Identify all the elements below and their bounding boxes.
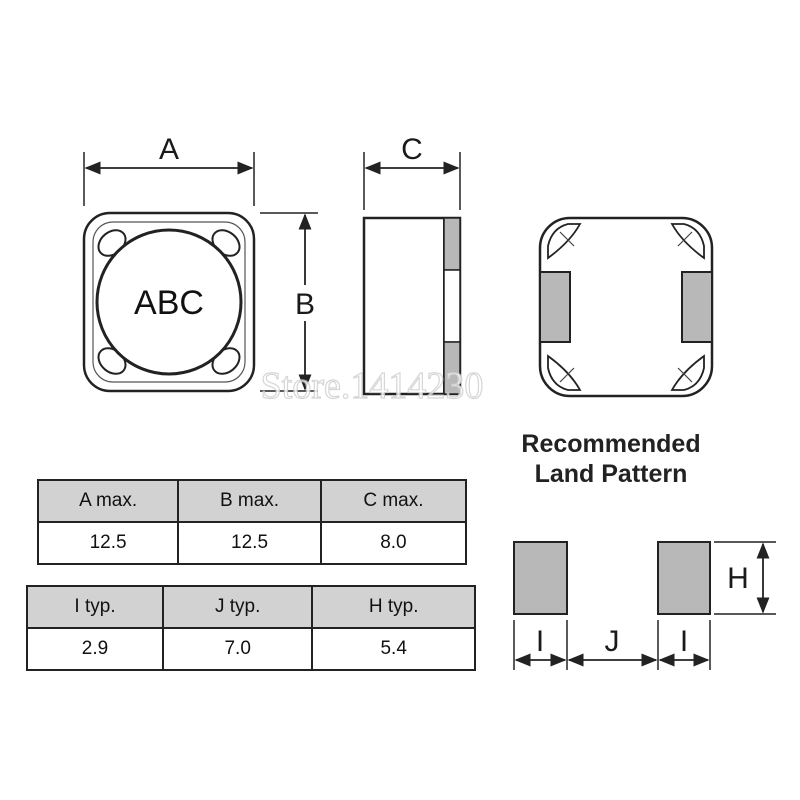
dim-h-label: H [727, 562, 749, 595]
table-row: 2.9 7.0 5.4 [25, 627, 476, 671]
top-view: ABC [82, 211, 256, 393]
dimension-b: B [260, 212, 320, 392]
header-a-max: A max. [36, 479, 180, 523]
dim-j-label: J [605, 625, 620, 658]
bottom-view [538, 216, 714, 398]
value-j-typ: 7.0 [162, 627, 314, 671]
header-b-max: B max. [177, 479, 322, 523]
dim-b-label: B [295, 288, 315, 321]
dimension-i-j: I J I [513, 620, 711, 670]
value-a-max: 12.5 [36, 521, 180, 565]
dimension-a: A [83, 133, 255, 206]
land-pad-left [513, 541, 568, 615]
header-j-typ: J typ. [162, 585, 314, 629]
table-header-row: A max. B max. C max. [36, 479, 468, 523]
table-header-row: I typ. J typ. H typ. [25, 585, 476, 629]
value-h-typ: 5.4 [311, 627, 476, 671]
core-circle [95, 228, 243, 376]
value-i-typ: 2.9 [25, 627, 165, 671]
value-b-max: 12.5 [177, 521, 322, 565]
dim-a-label: A [159, 133, 179, 166]
land-pattern-title-line1: Recommended [521, 430, 700, 458]
dim-i-label-left: I [536, 625, 544, 658]
bottom-terminal-left [539, 271, 571, 343]
dimension-c: C [363, 133, 461, 210]
dimension-h: H [714, 541, 776, 615]
land-pattern-title-line2: Land Pattern [535, 460, 688, 488]
header-i-typ: I typ. [25, 585, 165, 629]
header-c-max: C max. [319, 479, 468, 523]
table-row: 12.5 12.5 8.0 [36, 521, 468, 565]
side-view [362, 216, 462, 396]
dim-c-label: C [401, 133, 423, 166]
bottom-terminal-right [681, 271, 713, 343]
land-pad-right [657, 541, 711, 615]
marking-text: ABC [134, 284, 204, 322]
spec-table-typ: I typ. J typ. H typ. 2.9 7.0 5.4 [25, 585, 476, 671]
dim-i-label-right: I [680, 625, 688, 658]
header-h-typ: H typ. [311, 585, 476, 629]
spec-table-max: A max. B max. C max. 12.5 12.5 8.0 [36, 479, 468, 565]
land-pattern: Recommended Land Pattern H I J I [513, 430, 776, 670]
watermark-text: Store.1414230 [261, 365, 484, 407]
value-c-max: 8.0 [319, 521, 468, 565]
